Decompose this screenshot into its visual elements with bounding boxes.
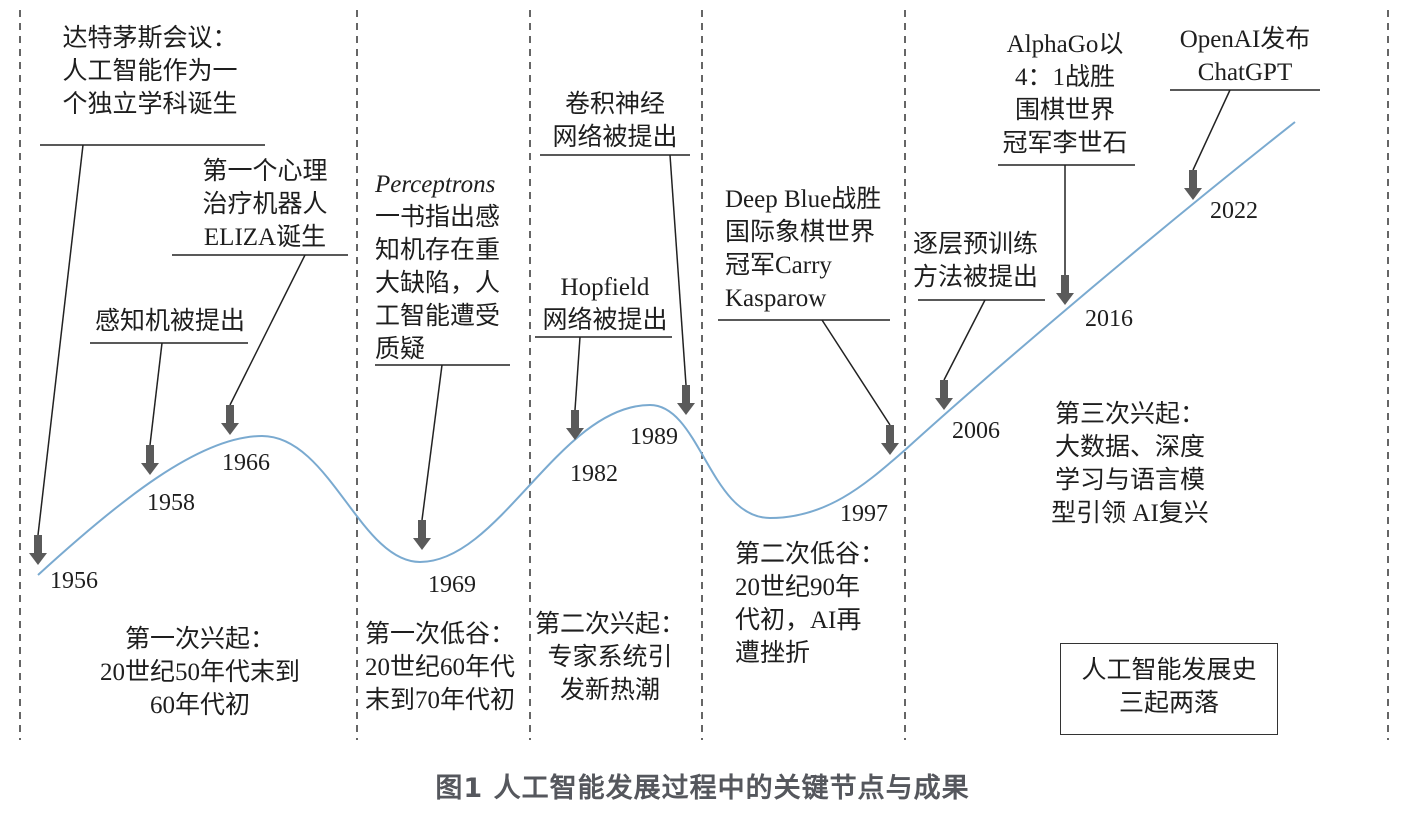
event-label-line: 网络被提出 [552,124,678,151]
event-label: 第一个心理治疗机器人 ELIZA诞生 [202,155,327,254]
event-label-line: 冠军Carry [725,252,832,279]
event-label-line: ChatGPT [1197,59,1293,86]
event-label: 卷积神经网络被提出 [552,88,677,154]
down-arrow-icon [935,380,953,410]
event-year: 2022 [1210,198,1258,224]
period-label-line: 第三次兴起： [1054,401,1206,428]
period-label-line: 第一次兴起： [124,626,276,653]
event-label-line: 治疗机器人 [202,191,328,218]
period-label-line: 20世纪50年代末到 [99,659,301,686]
event-label-line: 大缺陷，人 [375,270,501,297]
period-label-line: 第二次兴起： [534,611,686,638]
leader-line [229,254,306,406]
event-label-line: Perceptrons [375,171,496,198]
event-year: 1969 [428,572,476,598]
event-label-line: 国际象棋世界 [725,219,876,246]
event-label-line: 卷积神经 [564,91,666,118]
leader-line [1192,89,1231,171]
period-label-line: 型引领 AI复兴 [1051,500,1209,527]
event-label-line: 工智能遭受 [375,303,501,330]
title-box: 人工智能发展史 三起两落 [1060,643,1278,735]
down-arrow-icon [881,425,899,455]
event-label-line: 个独立学科诞生 [62,91,238,118]
period-label-line: 20世纪90年 [735,574,861,601]
event-label: Perceptrons 一书指出感知机存在重大缺陷，人工智能遭受质疑 [375,168,500,366]
period-label: 第一次兴起： 20世纪50年代末到 60年代初 [100,623,300,722]
event-label-line: 围棋世界 [1014,97,1116,124]
event-label-line: 网络被提出 [542,307,668,334]
period-label-line: 遭挫折 [735,640,811,667]
period-label-line: 专家系统引 [547,644,673,671]
period-label: 第二次兴起： 专家系统引发新热潮 [535,608,685,707]
event-label: AlphaGo以 4：1战胜围棋世界冠军李世石 [1002,28,1127,160]
down-arrow-icon [677,385,695,415]
event-label-line: 知机存在重 [375,237,501,264]
period-label-line: 60年代初 [149,692,251,719]
period-label: 第二次低谷： 20世纪90年代初，AI再遭挫折 [735,538,885,670]
title-box-line: 人工智能发展史 [1081,657,1257,684]
down-arrow-icon [566,410,584,440]
period-label-line: 20世纪60年代 [365,654,516,681]
event-label-line: Kasparow [725,285,827,312]
event-label: OpenAI发布 ChatGPT [1180,23,1311,89]
trend-curve [37,121,1296,576]
period-label-line: 发新热潮 [559,677,661,704]
event-label: 达特茅斯会议： 人工智能作为一个独立学科诞生 [62,22,237,121]
leader-line [821,319,891,426]
event-label-line: AlphaGo以 [1006,31,1124,58]
leader-line [574,336,581,411]
figure-caption: 图1 人工智能发展过程中的关键节点与成果 [435,773,970,804]
event-label: 感知机被提出 [95,305,245,338]
event-year: 1956 [50,568,98,594]
event-label-line: 感知机被提出 [94,308,246,335]
period-label-line: 第一次低谷： [365,621,516,648]
title-box-line: 三起两落 [1118,690,1219,717]
event-year: 1958 [147,490,195,516]
leader-line [943,299,986,381]
leader-line [421,364,443,521]
leader-line [669,154,687,386]
period-label-line: 代初，AI再 [735,607,862,634]
period-label: 第一次低谷： 20世纪60年代末到70年代初 [365,618,515,717]
leader-line [37,144,84,536]
down-arrow-icon [221,405,239,435]
event-year: 1989 [630,424,678,450]
event-label-line: Hopfield [560,274,650,301]
period-label: 第三次兴起： 大数据、深度学习与语言模型引领 AI复兴 [1051,398,1209,530]
event-year: 1982 [570,461,618,487]
down-arrow-icon [1056,275,1074,305]
event-label-line: 一书指出感 [375,204,501,231]
event-label-line: 方法被提出 [913,264,1039,291]
event-label-line: 质疑 [375,336,426,363]
event-label-line: 逐层预训练 [913,231,1039,258]
event-label-line: 4：1战胜 [1014,64,1116,91]
event-year: 1966 [222,450,270,476]
down-arrow-icon [29,535,47,565]
event-label-line: Deep Blue战胜 [725,186,882,213]
event-year: 2016 [1085,306,1133,332]
event-year: 1997 [840,501,888,527]
event-label-line: 冠军李世石 [1002,130,1128,157]
down-arrow-icon [141,445,159,475]
event-label: 逐层预训练方法被提出 [913,228,1038,294]
event-label-line: 第一个心理 [202,158,328,185]
event-label-line: 人工智能作为一 [62,58,238,85]
period-label-line: 末到70年代初 [365,687,516,714]
period-label-line: 第二次低谷： [735,541,886,568]
event-year: 2006 [952,418,1000,444]
period-label-line: 大数据、深度 [1054,434,1206,461]
event-label-line: OpenAI发布 [1179,26,1311,53]
event-label-line: 达特茅斯会议： [62,25,238,52]
event-label-line: ELIZA诞生 [203,224,327,251]
down-arrow-icon [1184,170,1202,200]
leader-line [149,342,163,446]
down-arrow-icon [413,520,431,550]
event-label: Hopfield 网络被提出 [542,271,667,337]
period-label-line: 学习与语言模 [1054,467,1206,494]
